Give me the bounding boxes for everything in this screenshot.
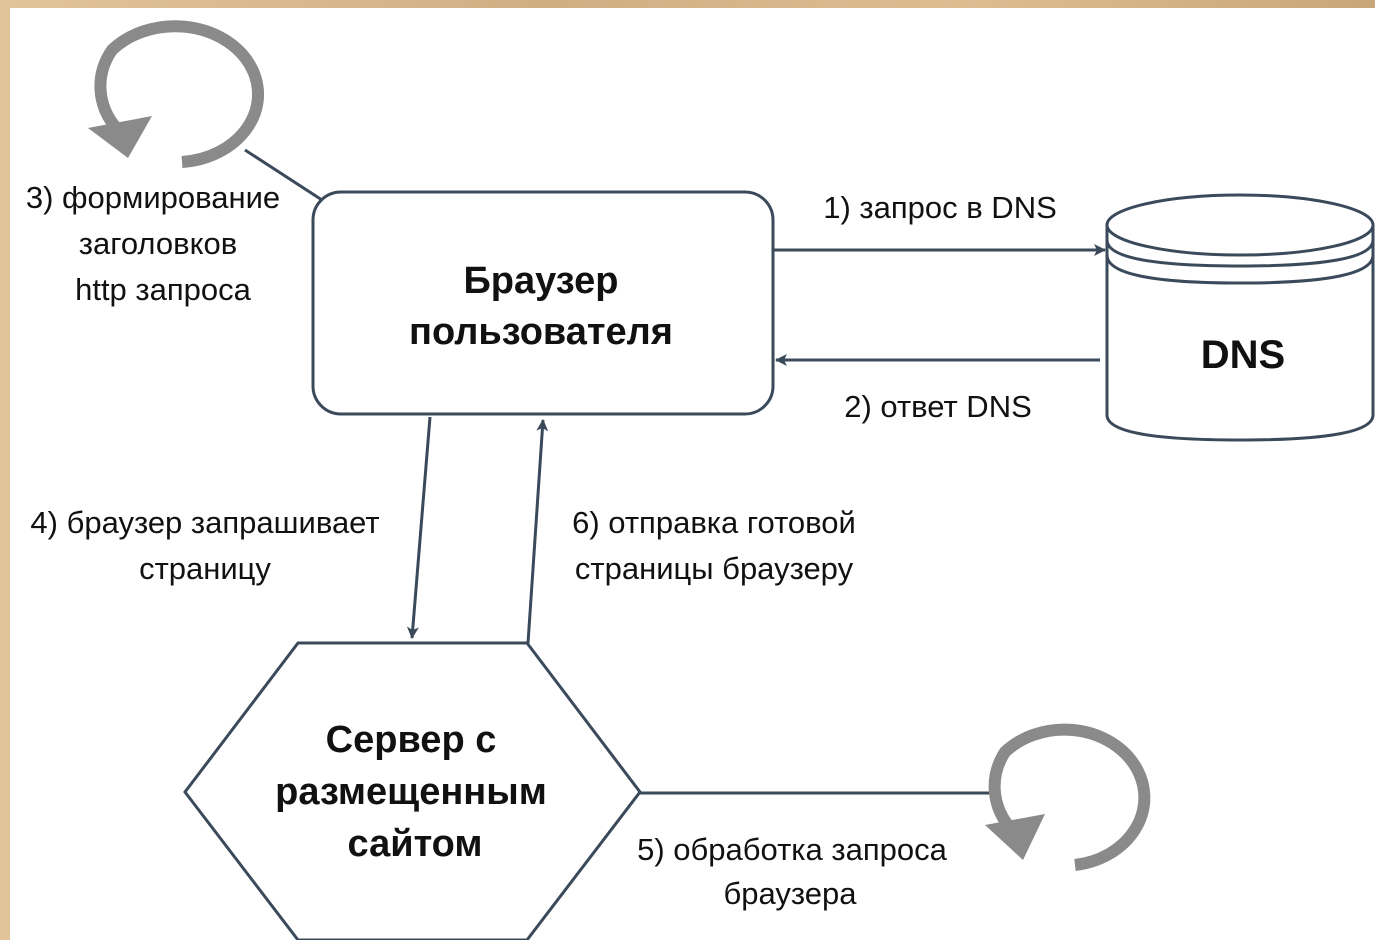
browser-title-line2: пользователя [409, 311, 673, 353]
page-request-label-line1: 4) браузер запрашивает [30, 505, 379, 540]
processing-loop-icon [985, 723, 1151, 871]
server-title-line3: сайтом [347, 823, 482, 865]
page-request-arrow [406, 416, 432, 639]
dns-label: DNS [1201, 333, 1285, 377]
headers-loop-icon [88, 20, 264, 168]
dns-request-label: 1) запрос в DNS [823, 190, 1057, 225]
headers-label-line3: http запроса [75, 272, 252, 307]
page-send-label-line2: страницы браузеру [575, 551, 854, 586]
server-node[interactable]: Сервер с размещенным сайтом [183, 641, 642, 940]
page-send-arrow [526, 419, 549, 644]
dns-response-label: 2) ответ DNS [844, 389, 1032, 424]
server-title-line2: размещенным [275, 771, 547, 813]
processing-label-line1: 5) обработка запроса [637, 832, 947, 867]
headers-loop-connector [244, 148, 323, 202]
browser-node[interactable]: Браузер пользователя [311, 190, 775, 416]
processing-label-line2: браузера [724, 876, 858, 911]
page-request-label-line2: страницу [139, 551, 271, 586]
dns-node[interactable]: DNS [1105, 193, 1375, 442]
browser-title-line1: Браузер [463, 260, 618, 302]
headers-label-line2: заголовков [79, 226, 237, 261]
headers-label-line1: 3) формирование [26, 180, 280, 215]
server-title-line1: Сервер с [326, 719, 497, 761]
page-send-label-line1: 6) отправка готовой [572, 505, 856, 540]
